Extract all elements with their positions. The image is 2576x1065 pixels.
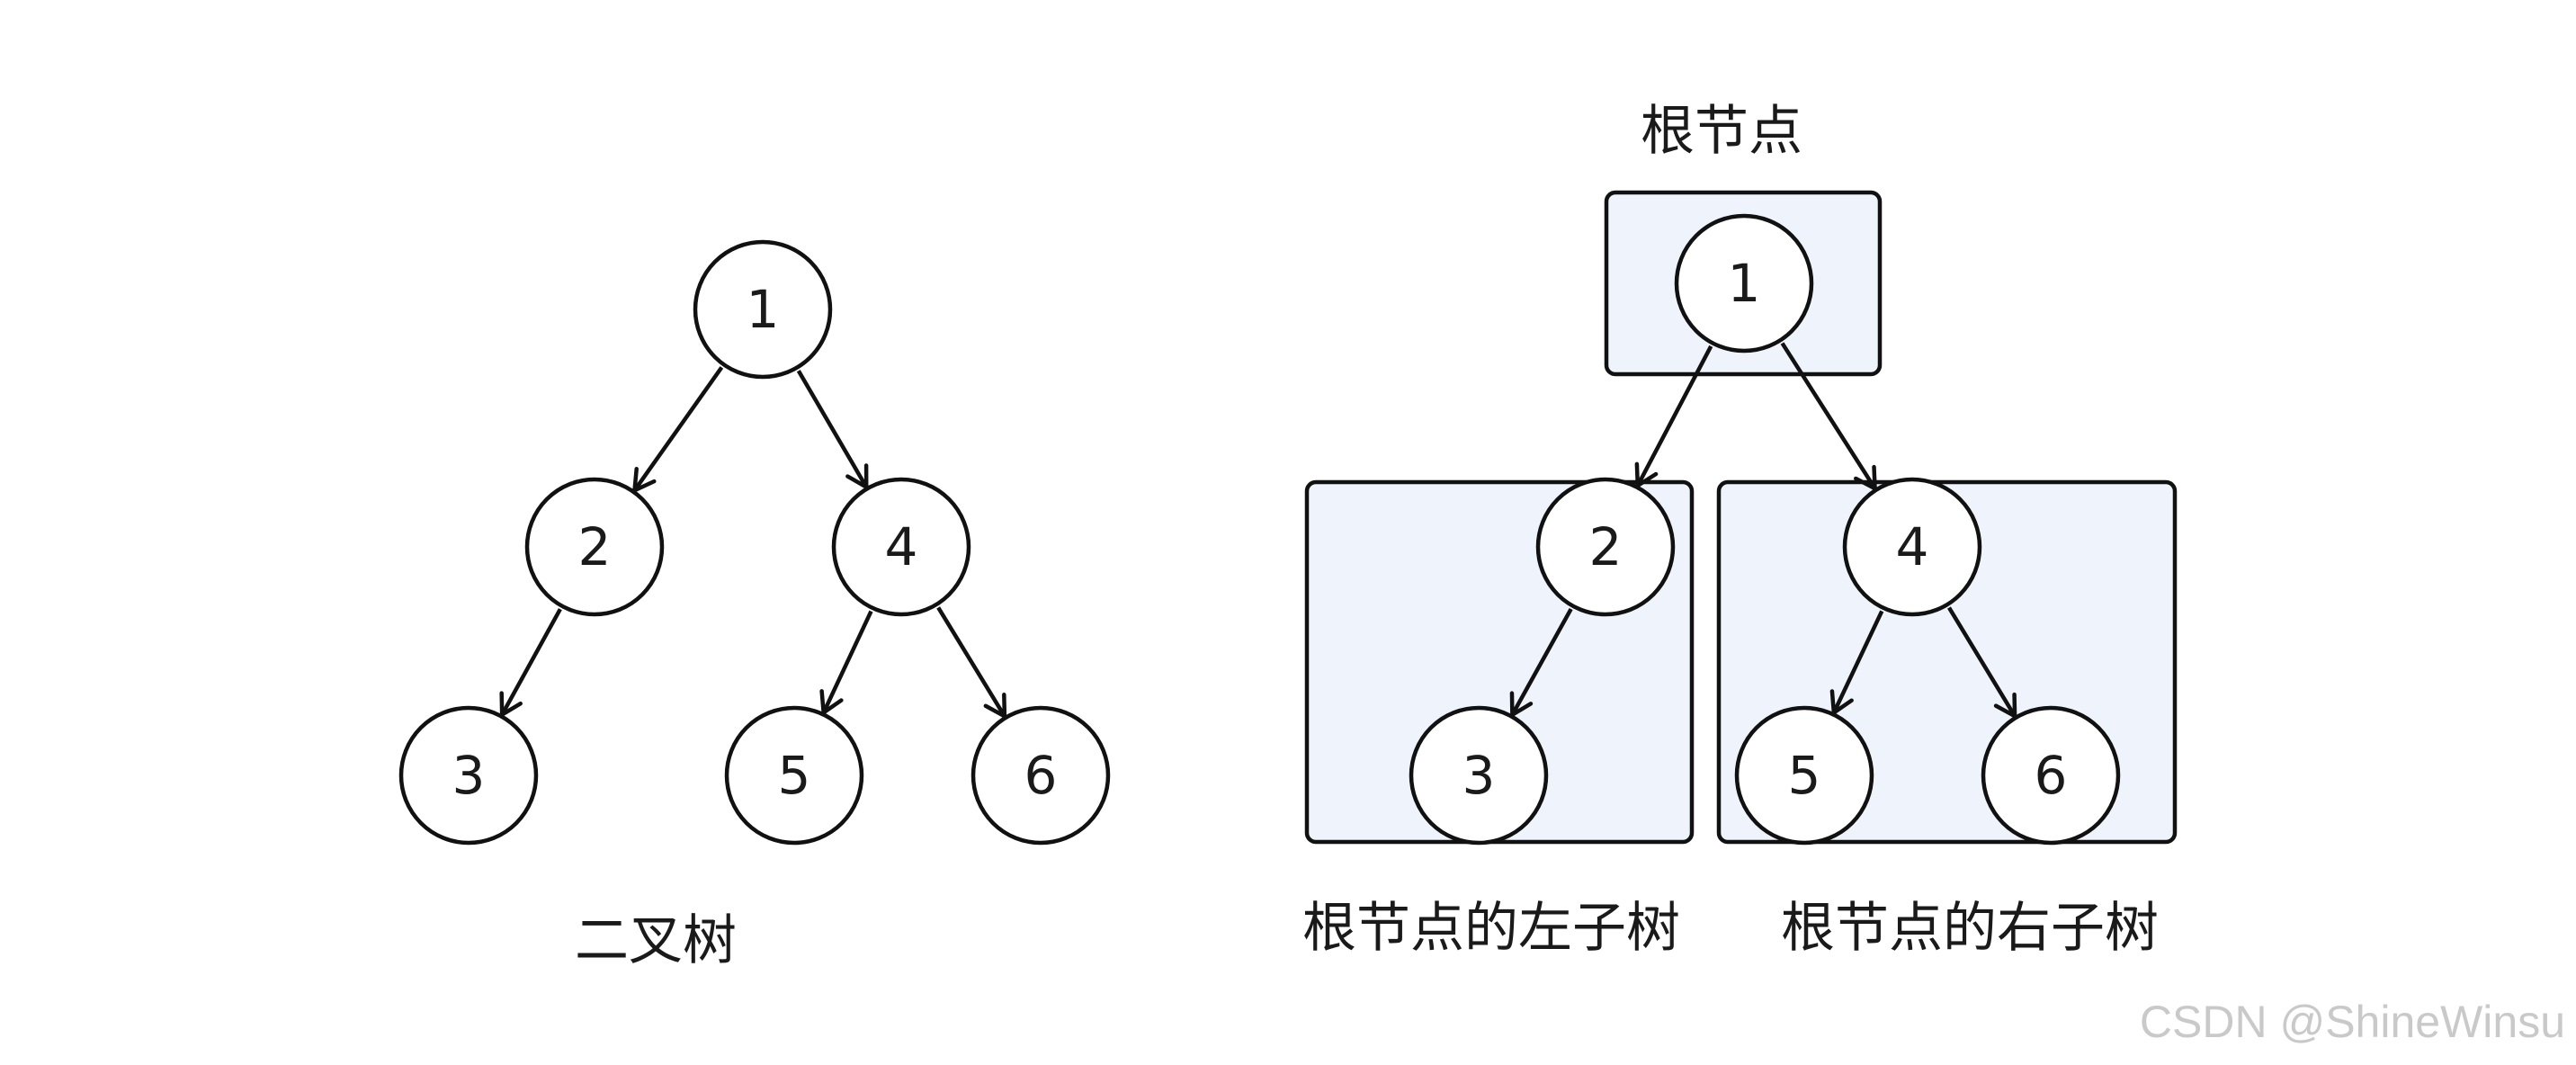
right-tree: 1 2 4 3 5 6	[1409, 213, 2121, 846]
tree-node: 2	[524, 477, 665, 617]
tree-node: 6	[970, 705, 1111, 846]
node-label: 5	[778, 745, 811, 806]
tree-node: 4	[1842, 477, 1982, 617]
right-subtree-caption: 根节点的右子树	[1781, 897, 2159, 960]
root-node-caption: 根节点	[1641, 100, 1802, 163]
node-label: 3	[452, 745, 486, 806]
node-label: 2	[578, 516, 612, 577]
node-label: 5	[1788, 745, 1821, 806]
tree-edge	[936, 606, 1006, 718]
tree-edge	[821, 610, 873, 714]
tree-node: 3	[398, 705, 539, 846]
tree-node: 1	[1674, 213, 1814, 354]
tree-node: 5	[724, 705, 864, 846]
tree-edge	[1635, 345, 1713, 487]
node-label: 6	[1024, 745, 1058, 806]
tree-node: 5	[1734, 705, 1874, 846]
binary-tree-caption: 二叉树	[575, 909, 737, 972]
tree-edge	[1780, 342, 1877, 490]
tree-edge	[796, 370, 869, 488]
node-label: 1	[1728, 253, 1761, 314]
node-label: 4	[885, 516, 918, 577]
tree-edge	[500, 608, 562, 716]
node-label: 2	[1589, 516, 1623, 577]
tree-edge	[632, 366, 724, 492]
tree-node: 3	[1409, 705, 1549, 846]
tree-edge	[1831, 610, 1884, 714]
node-label: 1	[747, 279, 780, 340]
tree-edge	[1510, 607, 1573, 716]
tree-node: 2	[1535, 477, 1676, 617]
node-label: 4	[1896, 516, 1929, 577]
left-subtree-caption: 根节点的左子树	[1302, 897, 1680, 960]
node-label: 3	[1462, 745, 1496, 806]
tree-node: 6	[1981, 705, 2121, 846]
tree-node: 4	[831, 477, 971, 617]
tree-node: 1	[693, 239, 833, 380]
left-tree: 1 2 4 3 5 6	[398, 239, 1111, 846]
watermark-text: CSDN @ShineWinsu	[2140, 997, 2565, 1047]
tree-edge	[1947, 606, 2017, 718]
node-label: 6	[2035, 745, 2068, 806]
